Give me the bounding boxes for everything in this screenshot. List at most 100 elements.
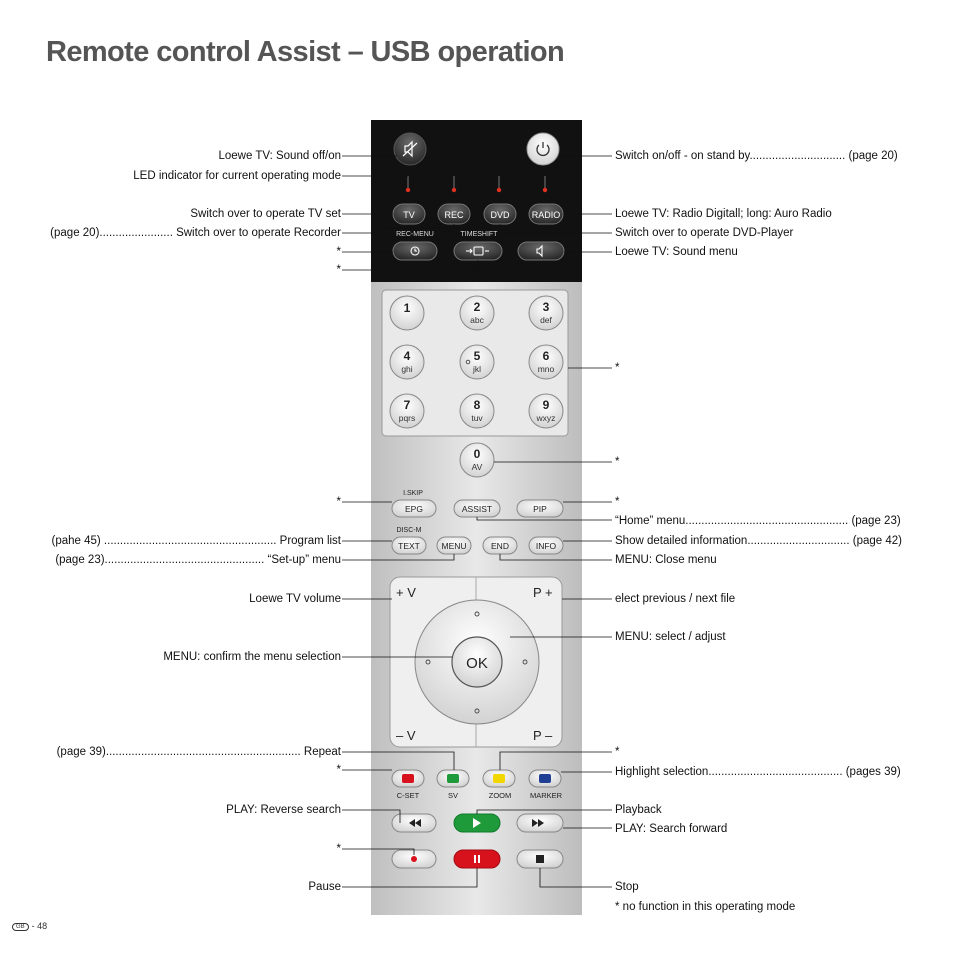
end-label: END [491, 541, 509, 551]
num-0-av-button[interactable] [459, 442, 495, 478]
num-6-letters: mno [538, 364, 555, 374]
label-select-adjust: MENU: select / adjust [615, 631, 726, 643]
num-9-button[interactable] [528, 393, 564, 429]
label-radio: Loewe TV: Radio Digitall; long: Auro Rad… [615, 208, 832, 220]
i-skip-label: I.SKIP [403, 490, 423, 497]
numpad [389, 295, 564, 429]
label-search-forward: PLAY: Search forward [615, 823, 728, 835]
label-home-menu: “Home” menu.............................… [615, 515, 901, 527]
zoom-label: ZOOM [489, 791, 512, 800]
c-set-label: C-SET [397, 791, 420, 800]
country-badge: GB [12, 922, 29, 931]
label-star-zero: * [615, 456, 620, 468]
num-1-button[interactable] [389, 295, 425, 331]
label-sound-menu: Loewe TV: Sound menu [615, 246, 738, 258]
volume-minus-label: – V [396, 728, 416, 743]
num-7-letters: pqrs [399, 413, 416, 423]
label-highlight: Highlight selection.....................… [615, 766, 901, 778]
num-5-label: 5 [474, 349, 481, 363]
dvd-button-label: DVD [490, 210, 510, 220]
label-close-menu: MENU: Close menu [615, 554, 717, 566]
label-star-pip: * [615, 496, 620, 508]
label-tv-volume: Loewe TV volume [249, 593, 341, 605]
epg-label: EPG [405, 504, 423, 514]
num-0-label: 0 [474, 447, 481, 461]
text-label: TEXT [398, 541, 420, 551]
label-confirm-menu: MENU: confirm the menu selection [163, 651, 341, 663]
leader-lines [342, 155, 612, 888]
num-6-button[interactable] [528, 344, 564, 380]
label-star-rec-menu: * [336, 246, 341, 258]
num-1-label: 1 [404, 301, 411, 315]
label-repeat: (page 39)...............................… [56, 746, 341, 758]
rewind-icon [409, 819, 421, 827]
sv-label: SV [448, 791, 458, 800]
marker-label: MARKER [530, 791, 563, 800]
num-2-letters: abc [470, 315, 484, 325]
num-6-label: 6 [543, 349, 550, 363]
program-minus-label: P – [533, 728, 553, 743]
power-button[interactable] [526, 132, 560, 166]
label-star-red: * [336, 764, 341, 776]
radio-button-label: RADIO [532, 210, 561, 220]
num-3-button[interactable] [528, 295, 564, 331]
page-number: - 48 [31, 921, 48, 931]
info-button[interactable] [528, 536, 564, 555]
info-label: INFO [536, 541, 557, 551]
volume-plus-label: + V [396, 585, 416, 600]
timeshift-button[interactable] [453, 241, 503, 261]
label-show-info: Show detailed information...............… [615, 535, 902, 547]
label-switch-onoff: Switch on/off - on stand by.............… [615, 150, 898, 162]
page-footer: GB- 48 [12, 921, 47, 931]
ok-button[interactable] [451, 636, 503, 688]
label-star-numpad: * [615, 362, 620, 374]
num-0-av-label: AV [472, 462, 483, 472]
mute-icon [402, 140, 418, 158]
tv-button-label: TV [403, 210, 415, 220]
num-5-button[interactable] [459, 344, 495, 380]
num-7-button[interactable] [389, 393, 425, 429]
rec-menu-label: REC-MENU [396, 231, 434, 238]
num-5-letters: jkl [472, 364, 481, 374]
mode-led-indicators [405, 176, 548, 193]
ok-label: OK [466, 655, 488, 672]
num-4-button[interactable] [389, 344, 425, 380]
sound-menu-button[interactable] [517, 241, 565, 261]
label-playback: Playback [615, 804, 662, 816]
label-pause: Pause [308, 881, 341, 893]
power-icon [536, 142, 550, 157]
menu-label: MENU [441, 541, 466, 551]
timeshift-label: TIMESHIFT [461, 231, 499, 238]
label-star-epg: * [336, 496, 341, 508]
num-5-tactile-dot [465, 359, 471, 365]
label-switch-dvd: Switch over to operate DVD-Player [615, 227, 794, 239]
epg-button[interactable] [391, 499, 437, 518]
fast-forward-icon [532, 819, 544, 827]
label-star-yellow: * [615, 746, 620, 758]
label-no-function-note: * no function in this operating mode [615, 901, 796, 913]
speaker-icon [536, 244, 543, 258]
label-prev-next: elect previous / next file [615, 593, 736, 605]
red-key-mark [402, 774, 414, 783]
disc-m-label: DISC-M [397, 527, 422, 534]
pip-button[interactable] [516, 499, 564, 518]
pause-button[interactable] [453, 849, 501, 869]
timeshift-icon [466, 246, 489, 256]
num-3-letters: def [540, 315, 552, 325]
pip-label: PIP [533, 504, 547, 514]
label-star-timeshift: * [336, 264, 341, 276]
label-switch-tv: Switch over to operate TV set [190, 208, 341, 220]
num-2-button[interactable] [459, 295, 495, 331]
assist-label: ASSIST [462, 504, 492, 514]
label-sound-off-on: Loewe TV: Sound off/on [218, 150, 341, 162]
yellow-key-mark [493, 774, 505, 783]
label-star-record: * [336, 843, 341, 855]
label-program-list: (pahe 45) ..............................… [51, 535, 342, 547]
text-button[interactable] [391, 536, 427, 555]
num-2-label: 2 [474, 300, 481, 314]
label-led-indicator: LED indicator for current operating mode [133, 170, 341, 182]
num-8-button[interactable] [459, 393, 495, 429]
blue-key-mark [539, 774, 551, 783]
num-9-label: 9 [543, 398, 550, 412]
